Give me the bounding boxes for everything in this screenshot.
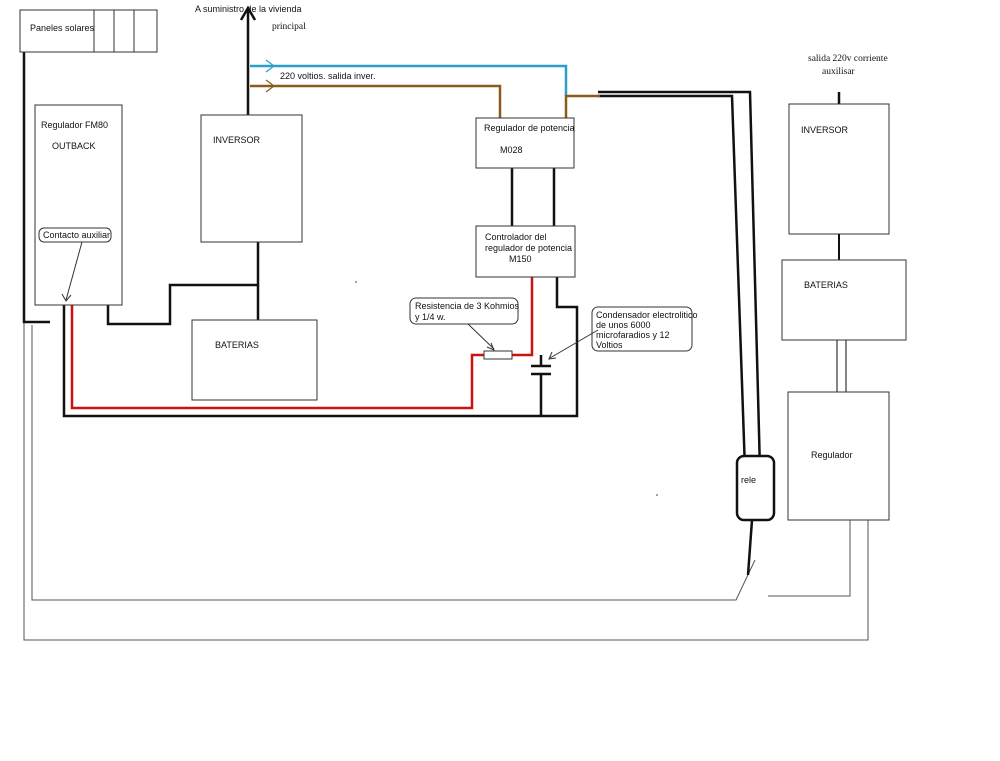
resistor-callout xyxy=(409,297,519,325)
aux-regulator-label: Regulador xyxy=(811,450,853,460)
panel-to-regulator-wire xyxy=(22,50,50,324)
aux-output-label-1: salida 220v corriente xyxy=(808,54,888,64)
relay-output-wire xyxy=(768,520,851,597)
aux-contact-label: Contacto auxiliar xyxy=(43,230,110,240)
aux-batteries-label: BATERIAS xyxy=(804,280,848,290)
main-batteries: BATERIAS xyxy=(191,319,318,401)
capacitor-label-1: Condensador electrolitico xyxy=(596,310,698,320)
aux-batteries: BATERIAS xyxy=(781,259,907,341)
resistor-label-2: y 1/4 w. xyxy=(415,312,446,322)
controller-red-wire xyxy=(512,277,534,357)
resistor: Resistencia de 3 Kohmios y 1/4 w. xyxy=(409,297,520,360)
resistor-icon xyxy=(483,350,513,360)
relay: rele xyxy=(735,454,776,522)
aux-output-label-2: auxilisar xyxy=(822,67,856,77)
main-inverter-label: INVERSOR xyxy=(213,135,261,145)
supply-arrow-icon xyxy=(239,5,257,21)
aux-inverter: INVERSOR xyxy=(788,103,890,235)
capacitor: Condensador electrolitico de unos 6000 m… xyxy=(531,306,698,376)
regulator-fm80-brand: OUTBACK xyxy=(52,141,96,151)
brown-arrow-marker xyxy=(265,79,275,93)
capacitor-icon xyxy=(531,355,551,376)
neutral-wire-brown-2 xyxy=(564,94,600,118)
blue-arrow-marker xyxy=(265,59,275,73)
resistor-label-1: Resistencia de 3 Kohmios xyxy=(415,301,520,311)
black-wires xyxy=(22,10,841,576)
aux-regulator: Regulador xyxy=(787,391,890,521)
aux-contact-pointer xyxy=(65,241,83,301)
regulator-to-battery-wire xyxy=(106,242,260,326)
neutral-wire-brown xyxy=(250,84,502,118)
power-regulator-label: Regulador de potencia xyxy=(484,123,575,133)
aux-contact-callout xyxy=(38,227,112,243)
main-batteries-label: BATERIAS xyxy=(215,340,259,350)
relay-bottom-wire xyxy=(746,519,754,576)
regulator-fm80: Regulador FM80 OUTBACK Contacto auxiliar xyxy=(34,104,123,306)
supply-label-1: A suministro de la vivienda xyxy=(195,4,302,14)
capacitor-label-4: Voltios xyxy=(596,340,623,350)
return-wire-outer xyxy=(23,52,869,641)
live-wire-blue xyxy=(250,64,568,96)
regulator-fm80-label: Regulador FM80 xyxy=(41,120,108,130)
aux-contact-red-wire xyxy=(70,305,484,410)
controller-label-1: Controlador del xyxy=(485,232,547,242)
power-regulator-model: M028 xyxy=(500,145,523,155)
solar-panels: Paneles solares xyxy=(19,9,158,53)
power-regulator-m028: Regulador de potencia M028 xyxy=(475,117,575,169)
controller-m150: Controlador del regulador de potencia M1… xyxy=(475,225,576,278)
main-inverter: INVERSOR xyxy=(200,114,303,243)
aux-inverter-label: INVERSOR xyxy=(801,125,849,135)
capacitor-label-3: microfaradios y 12 xyxy=(596,330,670,340)
ground-bus-wire xyxy=(62,277,579,418)
supply-label-2: principal xyxy=(272,22,306,32)
controller-label-2: regulador de potencia xyxy=(485,243,572,253)
capacitor-label-2: de unos 6000 xyxy=(596,320,651,330)
controller-model: M150 xyxy=(509,254,532,264)
inverter-output-label: 220 voltios. salida inver. xyxy=(280,71,376,81)
relay-feed-wire-2 xyxy=(598,90,762,471)
solar-panels-label: Paneles solares xyxy=(30,23,95,33)
relay-label: rele xyxy=(741,475,756,485)
return-wire-inner xyxy=(31,325,756,601)
capacitor-callout xyxy=(591,306,693,352)
relay-feed-wire-1 xyxy=(598,94,747,471)
